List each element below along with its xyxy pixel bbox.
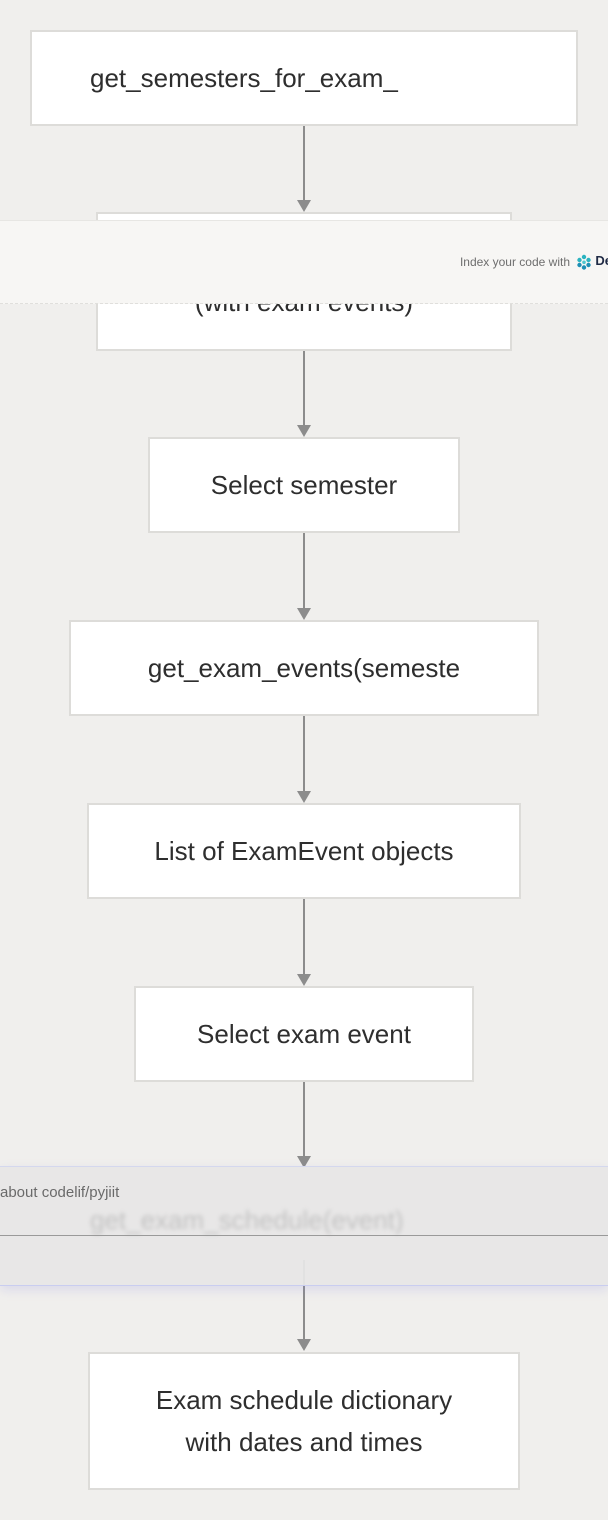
devin-logo-icon <box>577 254 591 270</box>
arrowhead-6 <box>297 1156 311 1168</box>
node-label: get_semesters_for_exam_ <box>90 63 398 93</box>
node-get-exam-events: get_exam_events(semeste <box>69 620 539 716</box>
node-get-semesters-for-exam: get_semesters_for_exam_ <box>30 30 578 126</box>
node-label-line-2: with dates and times <box>185 1427 423 1457</box>
node-select-exam-event: Select exam event <box>134 986 474 1082</box>
index-code-text: Index your code with <box>459 255 570 269</box>
ask-placeholder[interactable]: about codelif/pyjiit <box>0 1184 120 1201</box>
panel-divider <box>0 1235 608 1236</box>
arrowhead-7 <box>297 1339 311 1351</box>
node-label: Select exam event <box>197 1019 411 1049</box>
edge-2 <box>303 350 305 428</box>
node-exam-schedule-dictionary: Exam schedule dictionary with dates and … <box>88 1352 520 1490</box>
node-label-line-1: Exam schedule dictionary <box>155 1385 453 1415</box>
edge-5 <box>303 899 305 977</box>
ask-question-panel[interactable]: about codelif/pyjiit get_exam_schedule(e… <box>0 1166 608 1286</box>
index-code-banner[interactable]: Index your code with De <box>0 220 608 304</box>
edge-3 <box>303 533 305 611</box>
node-list-of-exam-event-objects: List of ExamEvent objects <box>87 803 521 899</box>
brand-name: De <box>595 253 608 268</box>
arrowhead-4 <box>297 791 311 803</box>
node-label: Select semester <box>210 470 398 500</box>
node-select-semester: Select semester <box>148 437 460 533</box>
edge-6 <box>303 1081 305 1159</box>
obscured-node-label: get_exam_schedule(event) <box>90 1205 404 1235</box>
arrowhead-2 <box>297 425 311 437</box>
edge-1 <box>303 125 305 203</box>
node-label: List of ExamEvent objects <box>154 836 454 866</box>
arrowhead-1 <box>297 200 311 212</box>
arrowhead-5 <box>297 974 311 986</box>
node-label: get_exam_events(semeste <box>147 653 461 683</box>
edge-7 <box>303 1260 305 1342</box>
edge-4 <box>303 716 305 794</box>
arrowhead-3 <box>297 608 311 620</box>
